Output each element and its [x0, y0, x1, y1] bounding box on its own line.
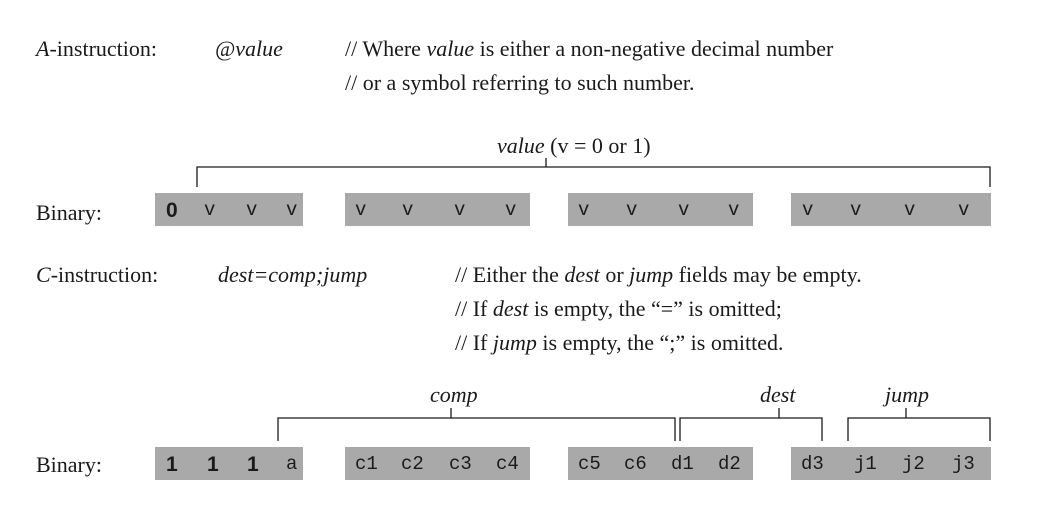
a-bits-group-4: [791, 193, 991, 226]
c-bits-group-4: [791, 447, 991, 480]
c-bit-1c: 1: [247, 453, 259, 476]
value-bracket: [196, 166, 991, 187]
c-bit-1a: 1: [166, 453, 178, 476]
c-bit-j1: j1: [854, 453, 877, 475]
jump-bracket: [847, 417, 991, 441]
a-instruction-comment-1: // Where value is either a non-negative …: [345, 36, 834, 61]
a-bit-13: v: [850, 199, 862, 221]
c-bit-a: a: [286, 453, 298, 475]
a-bit-5: v: [402, 199, 414, 221]
c-bit-d3: d3: [801, 453, 824, 475]
a-bit-12: v: [802, 199, 814, 221]
a-bit-6: v: [454, 199, 466, 221]
a-bit-1: v: [204, 199, 216, 221]
a-bits-group-3: [568, 193, 753, 226]
a-bit-7: v: [505, 199, 517, 221]
c-bit-c1: c1: [355, 453, 378, 475]
a-instruction-label: A-instruction:: [36, 36, 157, 61]
a-bit-15: v: [958, 199, 970, 221]
a-bit-10: v: [678, 199, 690, 221]
a-bit-8: v: [578, 199, 590, 221]
a-bit-14: v: [904, 199, 916, 221]
jump-field-label: jump: [885, 382, 929, 407]
a-bit-11: v: [728, 199, 740, 221]
c-instruction-label: C-instruction:: [36, 262, 159, 287]
a-bit-2: v: [246, 199, 258, 221]
c-bit-j3: j3: [952, 453, 975, 475]
a-instruction-syntax: @value: [215, 36, 283, 61]
c-instruction-comment-1: // Either the dest or jump fields may be…: [455, 262, 862, 287]
comp-bracket: [277, 417, 676, 441]
c-bit-c2: c2: [401, 453, 424, 475]
c-bit-1b: 1: [207, 453, 219, 476]
c-bit-d1: d1: [671, 453, 694, 475]
c-bit-d2: d2: [718, 453, 741, 475]
a-bits-group-1: [155, 193, 303, 226]
a-bit-0: 0: [166, 199, 178, 222]
c-binary-label: Binary:: [36, 452, 102, 477]
a-binary-label: Binary:: [36, 200, 102, 225]
dest-bracket: [679, 417, 823, 441]
c-bits-group-1: [155, 447, 303, 480]
a-value-bracket-label: value (v = 0 or 1): [497, 133, 651, 158]
a-bit-9: v: [626, 199, 638, 221]
a-bits-group-2: [345, 193, 530, 226]
c-bits-group-3: [568, 447, 753, 480]
c-bit-c4: c4: [496, 453, 519, 475]
c-bit-j2: j2: [902, 453, 925, 475]
c-bit-c5: c5: [578, 453, 601, 475]
a-bit-3: v: [286, 199, 298, 221]
a-bit-4: v: [355, 199, 367, 221]
c-bits-group-2: [345, 447, 530, 480]
a-instruction-comment-2: // or a symbol referring to such number.: [345, 70, 695, 95]
comp-field-label: comp: [430, 382, 478, 407]
dest-field-label: dest: [760, 382, 796, 407]
c-bit-c3: c3: [449, 453, 472, 475]
c-instruction-comment-2: // If dest is empty, the “=” is omitted;: [455, 296, 782, 321]
c-instruction-comment-3: // If jump is empty, the “;” is omitted.: [455, 330, 784, 355]
c-instruction-syntax: dest=comp;jump: [218, 262, 368, 287]
c-bit-c6: c6: [624, 453, 647, 475]
